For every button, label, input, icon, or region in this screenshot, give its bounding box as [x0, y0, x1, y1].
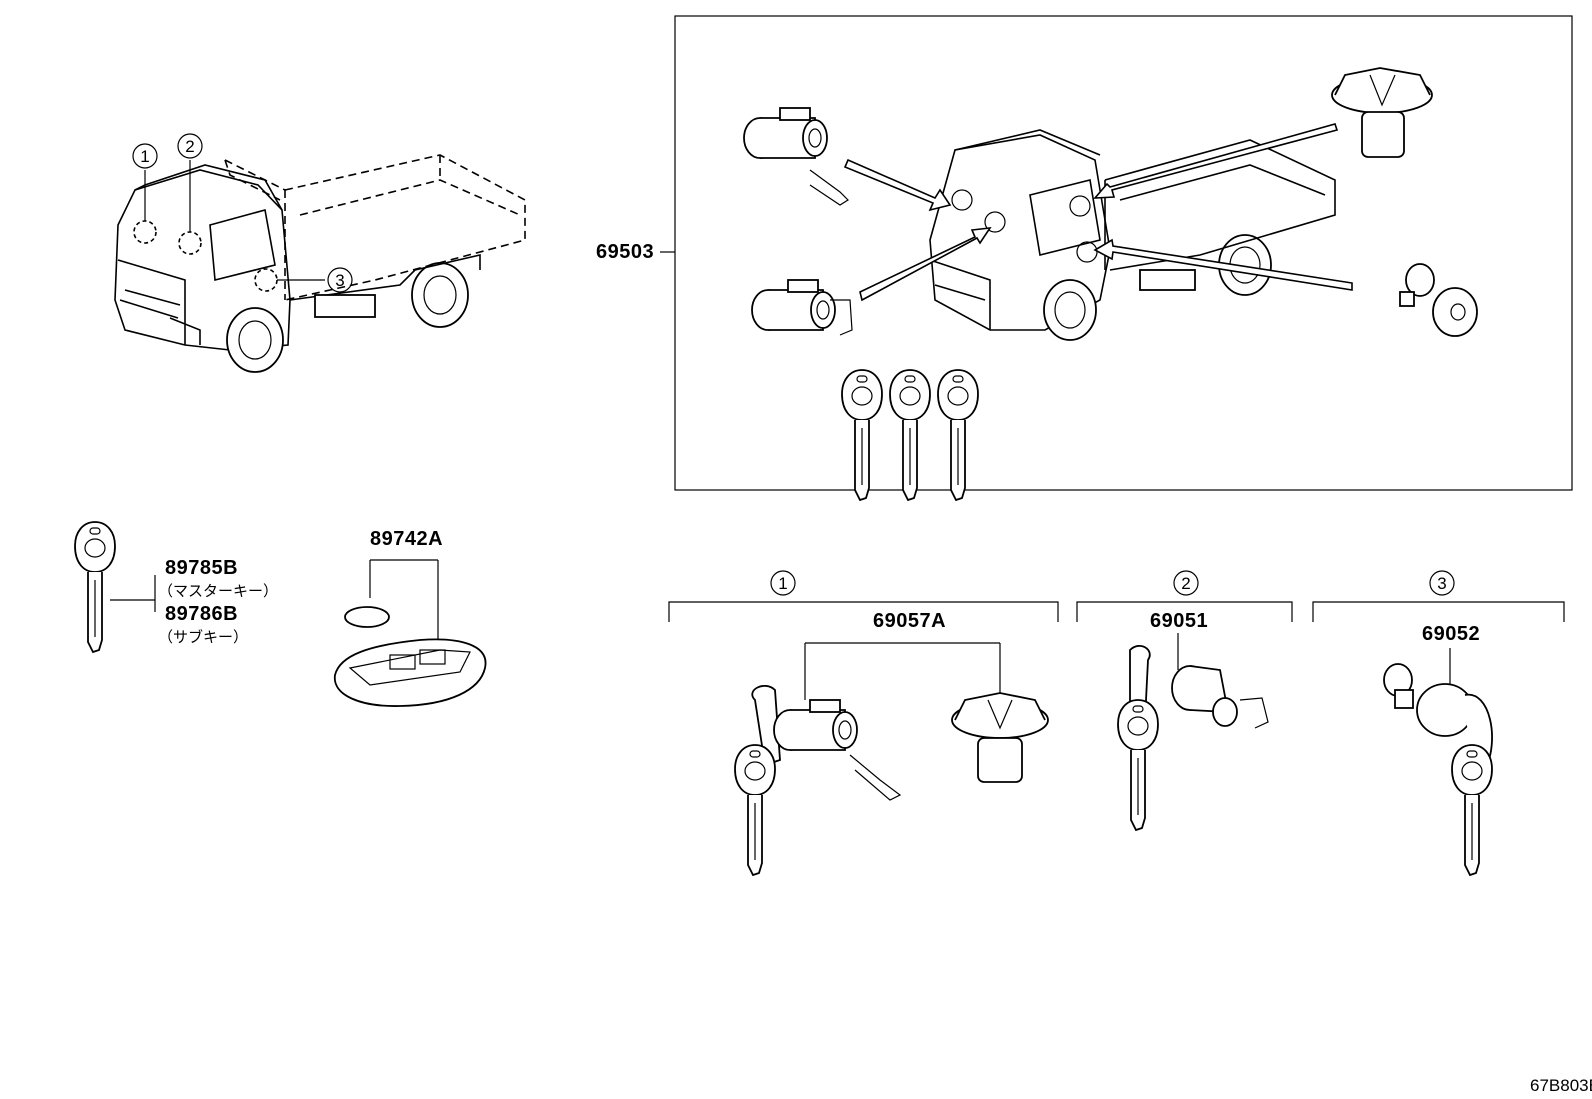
part-69503: 69503 [596, 241, 654, 263]
bracket-3: 3 [1312, 570, 1565, 622]
kit-cylinder-right [1399, 263, 1478, 337]
key-master [74, 521, 116, 653]
assembly-69057A-key [734, 744, 776, 876]
bracket-2: 2 [1076, 570, 1293, 622]
kit-fuel-cap [1331, 67, 1433, 158]
assembly-69057A-fuel-cap [951, 692, 1049, 783]
kit-key-1 [841, 369, 883, 501]
part-69052: 69052 [1422, 623, 1480, 645]
part-69051: 69051 [1150, 610, 1208, 632]
diagram-code: 67B803B [1530, 1076, 1592, 1095]
callout-3-truck: 3 [327, 267, 353, 293]
part-89786B-note: （サブキー） [158, 628, 248, 646]
part-89785B-note: （マスターキー） [158, 583, 278, 600]
assembly-69052-key [1451, 744, 1493, 876]
part-89785B: 89785B [165, 557, 238, 579]
svg-text:1: 1 [140, 147, 149, 166]
battery [344, 606, 390, 628]
callout-1-truck: 1 [132, 143, 158, 169]
kit-cylinder-left [743, 107, 828, 159]
part-69057A: 69057A [873, 610, 946, 632]
callout-2-truck: 2 [177, 133, 203, 159]
svg-text:2: 2 [1181, 574, 1190, 593]
remote-fob [334, 638, 487, 707]
svg-text:1: 1 [778, 574, 787, 593]
svg-text:2: 2 [185, 137, 194, 156]
part-89786B: 89786B [165, 603, 238, 625]
kit-key-3 [937, 369, 979, 501]
svg-text:3: 3 [1437, 574, 1446, 593]
bracket-1: 1 [668, 570, 1059, 622]
kit-cylinder-door [751, 279, 836, 331]
truck-overview [114, 154, 526, 373]
part-89742A: 89742A [370, 528, 443, 550]
svg-text:3: 3 [335, 271, 344, 290]
kit-arrows [843, 123, 1353, 302]
kit-key-2 [889, 369, 931, 501]
assembly-69057A-cylinder [751, 685, 902, 801]
assembly-69051-key [1117, 699, 1159, 831]
kit-truck [929, 129, 1336, 341]
kit-frame [674, 15, 1573, 491]
assembly-69051-cylinder [1129, 645, 1269, 729]
